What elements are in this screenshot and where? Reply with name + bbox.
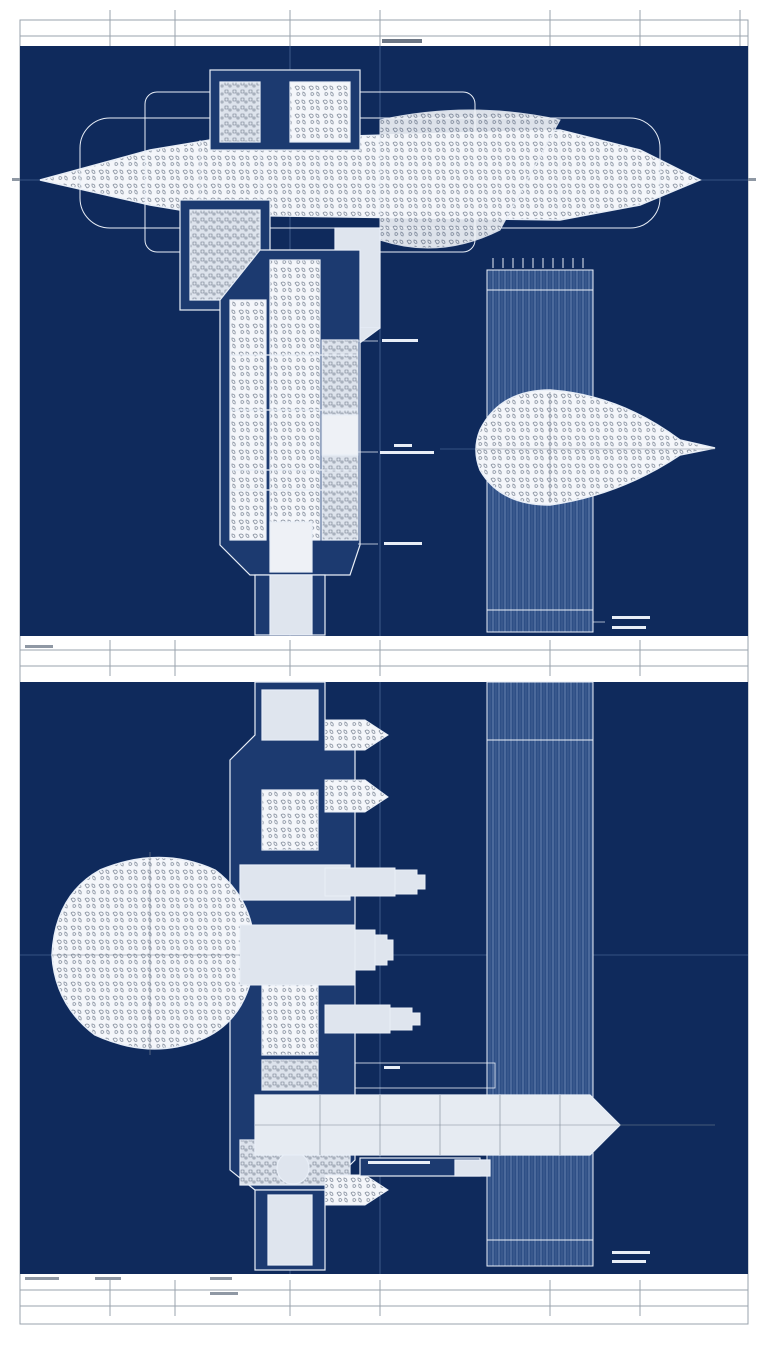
- top-callout-marks: [380, 339, 650, 629]
- bottom-callout-marks: [368, 1066, 650, 1263]
- bottom-cylinder: [486, 681, 594, 1267]
- horizontal-pod: [254, 1062, 715, 1177]
- vertical-column: [219, 249, 361, 636]
- machinery-stack: [229, 681, 356, 1271]
- frame-marks: [12, 178, 756, 1295]
- rock-sphere: [51, 852, 356, 1055]
- side-nozzles: [324, 719, 426, 1206]
- rock-teardrop: [475, 389, 716, 506]
- top-callout-leaders: [358, 340, 605, 623]
- horizontal-spindle: [39, 91, 702, 253]
- top-panel: [20, 39, 748, 636]
- frame-ticks: [109, 10, 741, 1316]
- bottom-panel: [20, 681, 748, 1274]
- sheet-frame: [19, 19, 749, 1325]
